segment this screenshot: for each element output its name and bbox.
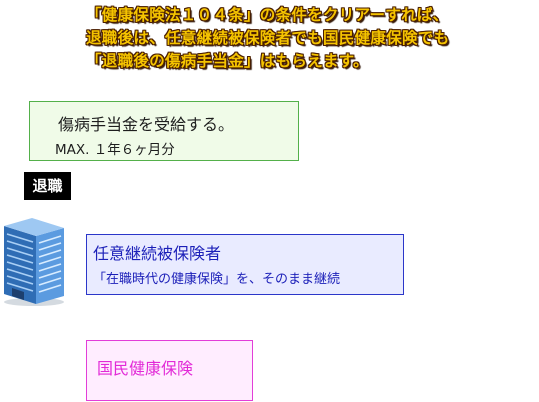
headline: 「健康保険法１０４条」の条件をクリアーすれば、 退職後は、任意継続被保険者でも国… [86, 4, 536, 73]
headline-line-2: 退職後は、任意継続被保険者でも国民健康保険でも [86, 29, 450, 47]
sickness-allowance-duration: MAX. １年６ヶ月分 [55, 142, 175, 158]
sickness-allowance-box: 傷病手当金を受給する。 MAX. １年６ヶ月分 [29, 101, 299, 161]
national-health-insurance-box: 国民健康保険 [86, 340, 253, 401]
sickness-allowance-title: 傷病手当金を受給する。 [58, 115, 235, 134]
headline-line-3: 「退職後の傷病手当金」はもらえます。 [86, 52, 369, 70]
headline-line-1: 「健康保険法１０４条」の条件をクリアーすれば、 [86, 6, 449, 24]
voluntary-continuation-description: 「在職時代の健康保険」を、そのまま継続 [93, 272, 341, 287]
retirement-label: 退職 [24, 172, 71, 200]
national-health-insurance-title: 国民健康保険 [97, 359, 194, 378]
office-building-icon [0, 218, 68, 308]
voluntary-continuation-title: 任意継続被保険者 [93, 244, 222, 263]
voluntary-continuation-box: 任意継続被保険者 「在職時代の健康保険」を、そのまま継続 [86, 234, 404, 295]
